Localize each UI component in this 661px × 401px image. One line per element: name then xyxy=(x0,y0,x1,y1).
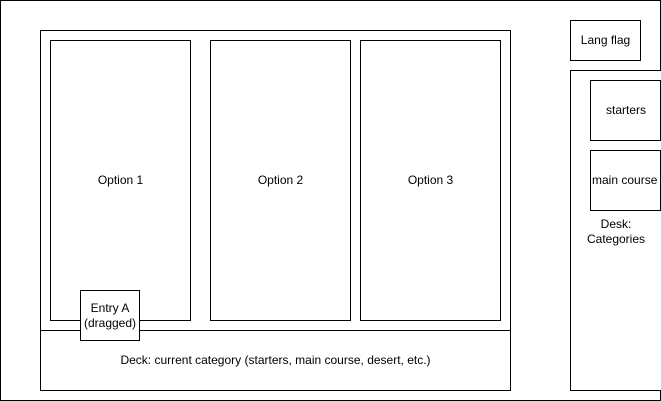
entry-a-dragged[interactable]: Entry A (dragged) xyxy=(80,290,140,341)
lang-flag-label: Lang flag xyxy=(580,33,631,47)
option-2-card[interactable]: Option 2 xyxy=(210,40,351,321)
option-3-label: Option 3 xyxy=(407,173,454,187)
category-starters-label: starters xyxy=(606,103,647,117)
desk-label: Desk: Categories xyxy=(571,217,661,247)
option-3-card[interactable]: Option 3 xyxy=(360,40,501,321)
entry-label-line2: (dragged) xyxy=(83,315,137,330)
option-1-card[interactable]: Option 1 xyxy=(50,40,191,321)
category-starters[interactable]: starters xyxy=(590,80,661,141)
category-main-course[interactable]: main course xyxy=(590,150,661,211)
desk-label-line2: Categories xyxy=(586,232,646,246)
lang-flag-button[interactable]: Lang flag xyxy=(570,20,641,61)
deck-label: Deck: current category (starters, main c… xyxy=(120,353,431,367)
option-2-label: Option 2 xyxy=(257,173,304,187)
option-1-label: Option 1 xyxy=(97,173,144,187)
entry-label-line1: Entry A xyxy=(90,300,130,315)
category-main-course-label: main course xyxy=(592,173,658,187)
desk-label-line1: Desk: xyxy=(600,217,632,231)
